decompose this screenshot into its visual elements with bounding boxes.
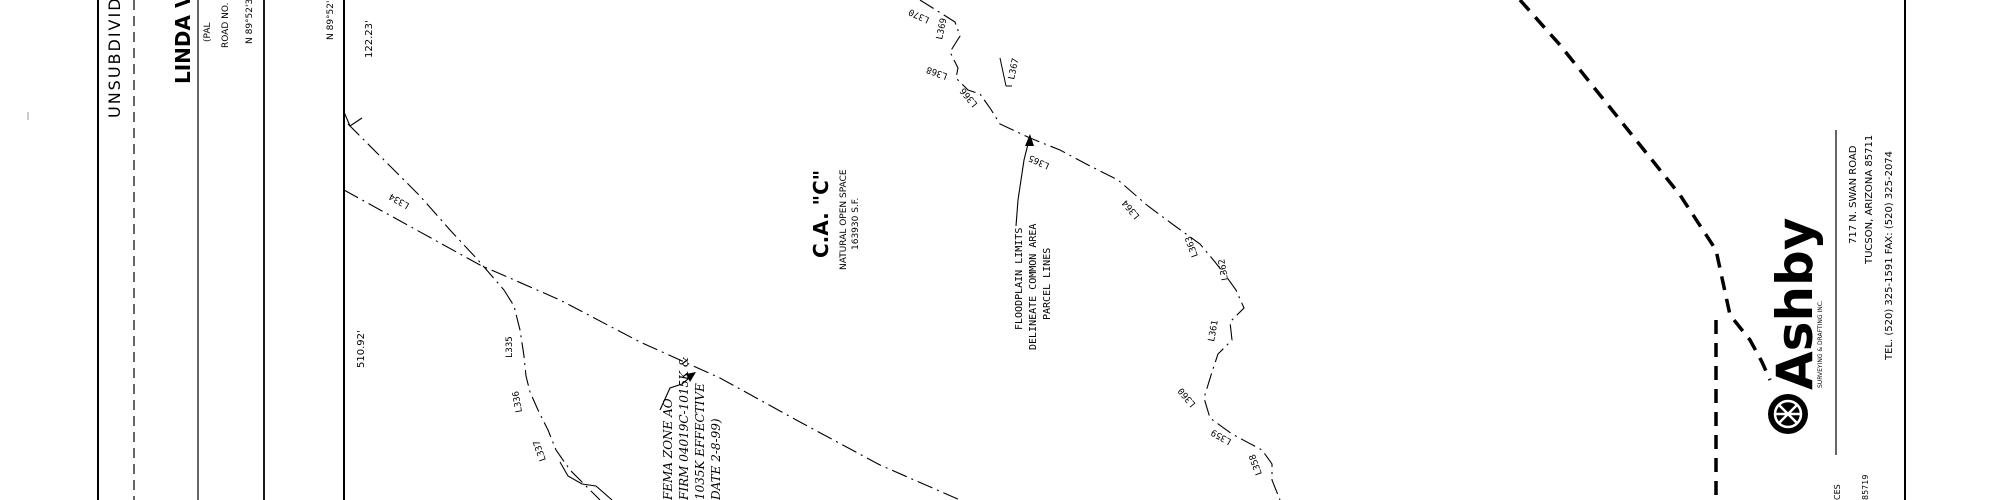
line-label-l367: L367 xyxy=(1007,57,1021,80)
road-number-label: ROAD NO. 1 xyxy=(221,0,231,48)
floodplain-note-line2: DELINEATE COMMON AREA xyxy=(1028,224,1039,350)
fema-note-line2: FIRM 04019C-1015K & xyxy=(677,356,691,500)
distance-left-label: 510.92' xyxy=(356,330,367,368)
bearing-label-2: N 89°52' xyxy=(326,1,336,40)
firm-tagline: SURVEYING & DRAFTING INC. xyxy=(1817,300,1824,388)
line-label-l364: L364 xyxy=(1121,197,1143,220)
firm-name: Ashby xyxy=(1766,218,1824,390)
fema-note-line4: DATE 2-8-99) xyxy=(709,418,723,500)
fema-note-line1: FEMA ZONE AO xyxy=(661,398,675,500)
distance-top-label: 122.23' xyxy=(364,20,375,58)
line-label-l363: L363 xyxy=(1184,235,1201,259)
firm-city: TUCSON, ARIZONA 85711 xyxy=(1864,135,1875,265)
lower-left-curve xyxy=(503,289,601,500)
floodplain-limit-line xyxy=(919,0,1281,500)
parcel-subtitle: NATURAL OPEN SPACE xyxy=(839,169,849,270)
parcel-title: C.A. "C" xyxy=(809,170,833,258)
fema-note-line3: 1035K EFFECTIVE xyxy=(693,383,707,500)
parcel-boundary-lower xyxy=(343,189,961,500)
floodplain-leader-arrow xyxy=(1025,134,1034,146)
fema-note: FEMA ZONE AO FIRM 04019C-1015K & 1035K E… xyxy=(659,356,723,500)
floodplain-leader xyxy=(1015,135,1031,227)
line-label-l335: L335 xyxy=(505,336,515,358)
line-label-l366: L366 xyxy=(959,85,981,108)
l367-leader xyxy=(999,57,1007,87)
line-label-l359: L359 xyxy=(1210,427,1234,447)
line-label-l361: L361 xyxy=(1207,319,1221,342)
partial-text-2: 85719 xyxy=(1861,475,1870,500)
parcel-area: 163930 S.F. xyxy=(851,198,861,250)
floodplain-note-line1: FLOODPLAIN LIMITS xyxy=(1014,228,1025,330)
floodplain-note-line3: PARCEL LINES xyxy=(1042,248,1053,320)
line-label-l334: L334 xyxy=(388,191,412,211)
pal-label: (PAL xyxy=(203,22,213,42)
line-label-l360: L360 xyxy=(1177,385,1199,408)
line-label-l336: L336 xyxy=(511,390,525,413)
line-label-l358: L358 xyxy=(1248,453,1265,477)
arrow-tick xyxy=(343,111,363,127)
firm-address: 717 N. SWAN ROAD xyxy=(1848,145,1859,244)
line-label-l362: L362 xyxy=(1217,258,1231,281)
fema-leader-arrow xyxy=(686,372,696,382)
line-label-l369: L369 xyxy=(935,17,949,40)
firm-title-block: Ashby SURVEYING & DRAFTING INC. 717 N. S… xyxy=(1766,135,1895,500)
unsubdivided-label: UNSUBDIVIDED xyxy=(105,0,124,118)
line-label-l370: L370 xyxy=(907,6,931,24)
right-dashed-boundary xyxy=(1518,0,1772,381)
line-label-l368: L368 xyxy=(925,64,949,81)
subdivision-name: LINDA VIS xyxy=(171,0,195,84)
bearing-label-1: N 89°52'33 xyxy=(245,0,255,44)
lower-left-curve-2 xyxy=(559,461,613,500)
left-strip-lines xyxy=(97,0,345,500)
floodplain-note: FLOODPLAIN LIMITS DELINEATE COMMON AREA … xyxy=(1014,134,1053,350)
line-label-l365: L365 xyxy=(1027,152,1051,170)
line-label-l337: L337 xyxy=(532,439,549,463)
fema-leader xyxy=(659,373,695,411)
parcel-boundary-upper xyxy=(347,123,505,291)
partial-text-1: CES xyxy=(1833,484,1842,500)
ashby-logo-icon xyxy=(1768,394,1808,434)
firm-phone: TEL. (520) 325-1591 FAX: (520) 325-2074 xyxy=(1884,151,1895,361)
